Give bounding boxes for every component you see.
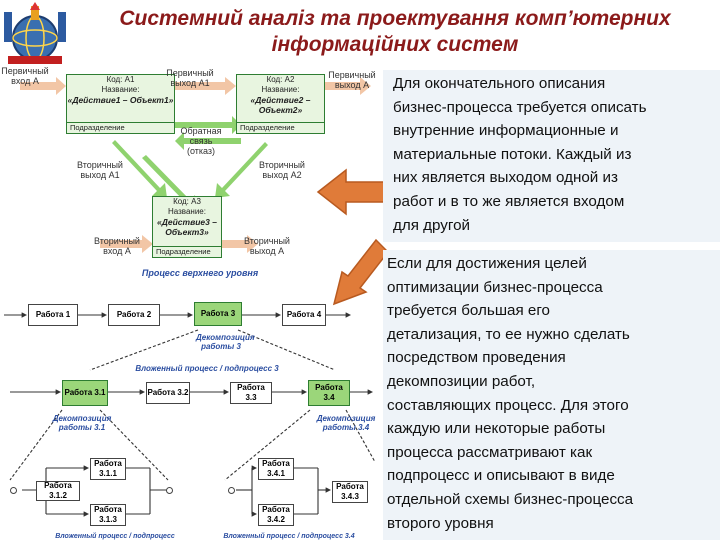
caption-nested-3: Вложенный процесс / подпроцесс 3 xyxy=(135,364,279,373)
panel2-line: составляющих процесс. Для этого xyxy=(387,396,629,414)
panel1-line: для другой xyxy=(393,216,471,234)
work-box-3-4-1: Работа 3.4.1 xyxy=(258,458,294,480)
label-primary-output-a: Первичный выход А xyxy=(328,70,376,90)
label-primary-input: Первичный вход А xyxy=(1,66,49,86)
panel1-line: материальные потоки. Каждый из xyxy=(393,145,632,163)
caption-decomp-3: Декомпозиция работы 3 xyxy=(196,333,255,351)
panel2-line: процесса рассматривают как xyxy=(387,443,593,461)
start-node-left xyxy=(10,487,17,494)
output-arrow-a xyxy=(325,82,360,90)
panel1-line: Для окончательного описания xyxy=(393,75,606,92)
work-box-3-4-2: Работа 3.4.2 xyxy=(258,504,294,526)
box-name-label: Название: xyxy=(261,85,300,94)
orange-arrows xyxy=(316,168,389,306)
label-secondary-input-a: Вторичный вход А xyxy=(94,236,140,256)
work-box-3-4-3: Работа 3.4.3 xyxy=(332,481,368,503)
work-box-3-1-3: Работа 3.1.3 xyxy=(90,504,126,526)
work-box-3-1: Работа 3.1 xyxy=(62,380,108,406)
caption-decomp-3-1: Декомпозиция работы 3.1 xyxy=(52,414,112,432)
caption-top-level: Процесс верхнего уровня xyxy=(141,268,259,278)
box-footer: Подразделение xyxy=(153,246,221,257)
green-arrow-right xyxy=(175,116,241,134)
secondary-output-arrow xyxy=(222,240,247,248)
box-code: Код: А1 xyxy=(106,75,135,84)
output-arrow-a1 xyxy=(175,82,225,90)
orange-arrow-diagonal xyxy=(332,238,389,306)
work-box-3-1-1: Работа 3.1.1 xyxy=(90,458,126,480)
panel1-line: них является выходом одной из xyxy=(393,169,618,187)
box-name-label: Название: xyxy=(168,207,206,216)
slide-title: Системний аналіз та проектування комп’ют… xyxy=(70,6,720,58)
panel1-line: внутренние информационные и xyxy=(393,122,619,140)
box-footer: Подразделение xyxy=(67,122,174,133)
input-arrow-a xyxy=(20,82,56,90)
orange-arrow-left xyxy=(316,168,385,216)
caption-decomp-3-4: Декомпозиция работы 3.4 xyxy=(316,414,376,432)
caption-nested-3-4: Вложенный процесс / подпроцесс 3.4 xyxy=(223,533,355,540)
caption-nested-3-1: Вложенный процесс / подпроцесс 3.1 xyxy=(55,533,175,540)
panel1-line: бизнес-процесса требуется описать xyxy=(393,98,647,116)
panel2-line: подпроцесс и описывают в виде xyxy=(387,467,615,485)
secondary-input-arrow xyxy=(100,240,142,248)
work-box-3-2: Работа 3.2 xyxy=(146,382,190,404)
panel2-line: посредством проведения xyxy=(387,349,566,367)
description-panel-2: Если для достижения целей оптимизации би… xyxy=(383,250,720,540)
box-name: «Действие1 – Объект1» xyxy=(67,95,174,105)
label-feedback: Обратная связь (отказ) xyxy=(180,126,222,156)
label-secondary-output-a: Вторичный выход А xyxy=(244,236,290,256)
work-box-1: Работа 1 xyxy=(28,304,78,326)
panel2-line: Если для достижения целей xyxy=(387,255,587,272)
box-code: Код: А3 xyxy=(173,197,201,206)
panel2-line: отдельной схемы бизнес-процесса xyxy=(387,490,634,508)
panel2-line: каждую или некоторые работы xyxy=(387,420,606,438)
green-arrow-left xyxy=(175,132,241,150)
work-box-3: Работа 3 xyxy=(194,302,242,326)
end-node-left xyxy=(166,487,173,494)
work-box-4: Работа 4 xyxy=(282,304,326,326)
label-secondary-output-a1: Вторичный выход А1 xyxy=(77,160,123,180)
box-name: «Действие3 – Объект3» xyxy=(157,217,217,237)
label-primary-output-a1: Первичный выход А1 xyxy=(166,68,214,88)
box-name: «Действие2 – Объект2» xyxy=(250,95,311,115)
university-emblem-icon xyxy=(4,2,66,64)
panel2-line: требуется большая его xyxy=(387,302,550,320)
panel2-line: второго уровня xyxy=(387,514,494,532)
green-arrow-diag-3 xyxy=(215,142,268,198)
green-arrow-diag-1 xyxy=(112,140,167,198)
panel2-line: оптимизации бизнес-процесса xyxy=(387,278,603,296)
work-box-3-1-2: Работа 3.1.2 xyxy=(36,481,80,501)
start-node-right xyxy=(228,487,235,494)
box-footer: Подразделение xyxy=(237,122,324,133)
description-panel-1: Для окончательного описания бизнес-проце… xyxy=(383,70,720,242)
process-box-a2: Код: А2 Название: «Действие2 – Объект2» … xyxy=(236,74,325,134)
box-name-label: Название: xyxy=(101,85,140,94)
bottom-diagram-lines xyxy=(4,312,376,517)
title-line-1: Системний аналіз та проектування комп’ют… xyxy=(119,7,671,30)
process-box-a1: Код: А1 Название: «Действие1 – Объект1» … xyxy=(66,74,175,134)
panel2-line: детализация, то ее нужно сделать xyxy=(387,325,630,343)
panel2-line: декомпозиции работ, xyxy=(387,372,536,390)
title-line-2: інформаційних систем xyxy=(271,33,519,56)
work-box-2: Работа 2 xyxy=(108,304,160,326)
process-box-a3: Код: А3 Название: «Действие3 – Объект3» … xyxy=(152,196,222,258)
work-box-3-3: Работа 3.3 xyxy=(230,382,272,404)
label-secondary-output-a2: Вторичный выход А2 xyxy=(259,160,305,180)
panel1-line: работ и в то же является входом xyxy=(393,192,625,210)
work-box-3-4: Работа 3.4 xyxy=(308,380,350,406)
box-code: Код: А2 xyxy=(266,75,295,84)
